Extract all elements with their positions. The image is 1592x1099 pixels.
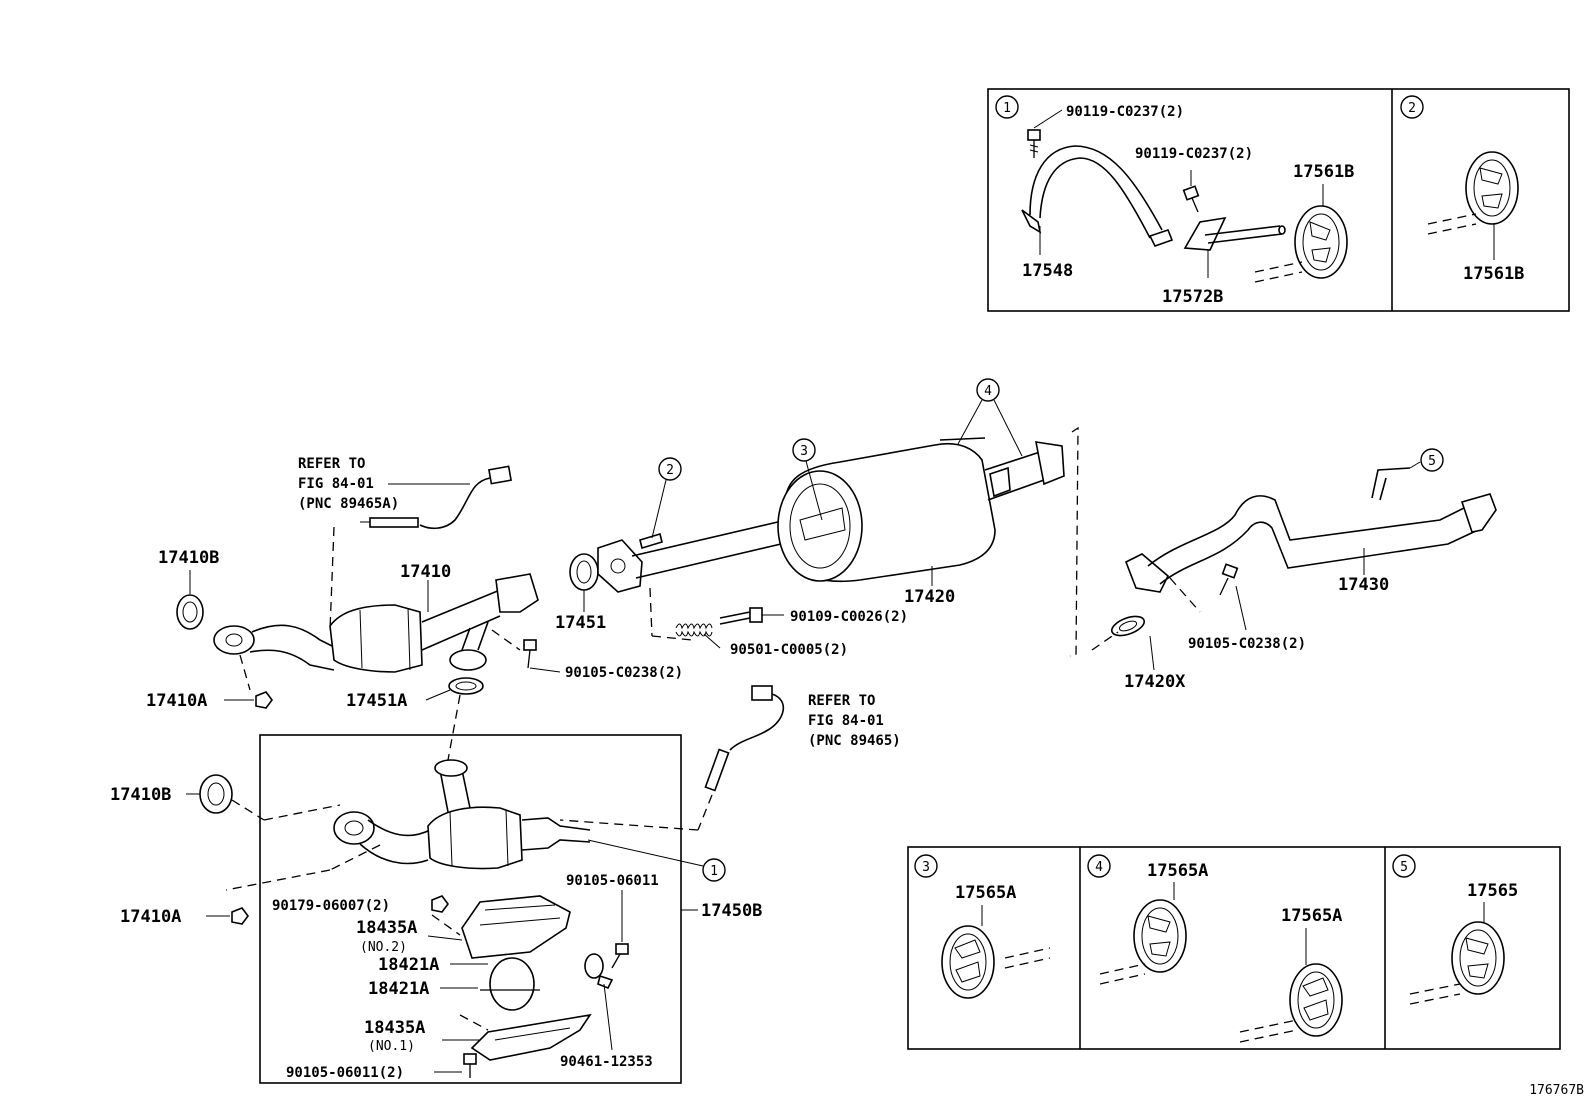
- bolt-icon: [611, 943, 629, 969]
- ref-circle-1-main: 1: [710, 864, 718, 879]
- label-hanger-17561B-2: 17561B: [1463, 264, 1524, 284]
- catalytic-converter-icon: [333, 759, 591, 870]
- nut-icon: [255, 691, 273, 709]
- ref-circle-3-main: 3: [800, 444, 808, 459]
- heat-insulator-icon: [470, 1013, 592, 1061]
- converter-assy-group: 17450B REFER TO FIG 84-01 (PNC 89465) 17…: [110, 685, 901, 1084]
- nut-icon: [231, 907, 249, 925]
- bolt-icon: [719, 607, 763, 625]
- ref-circle-4-main: 4: [984, 384, 992, 399]
- label-hanger-17561B: 17561B: [1293, 162, 1354, 182]
- inset-box-3-4-5: [907, 846, 1561, 1050]
- hanger-rubber-icon: [1254, 205, 1348, 283]
- label-hanger-17565A-4a: 17565A: [1147, 861, 1208, 881]
- ref-circle-2: 2: [1408, 101, 1416, 116]
- clip-icon: [584, 953, 614, 990]
- label-bolt-90105-C0238-right: 90105-C0238(2): [1188, 636, 1306, 652]
- gasket-icon: [448, 677, 484, 695]
- label-bracket-17548: 17548: [1022, 261, 1073, 281]
- label-nut-17410A-top: 17410A: [146, 691, 207, 711]
- bolt-icon: [463, 1053, 477, 1078]
- hanger-rod-icon: [1183, 216, 1286, 251]
- label-tail-pipe-17430: 17430: [1338, 575, 1389, 595]
- front-pipe-group: REFER TO FIG 84-01 (PNC 89465A) 17410B: [146, 456, 683, 761]
- gasket-icon: [199, 774, 233, 814]
- sensor-ref-1-line1: REFER TO: [298, 456, 365, 472]
- bolt-icon: [1027, 129, 1041, 158]
- inset-box-1-2: [987, 88, 1570, 312]
- sensor-ref-2-line2: FIG 84-01: [808, 713, 884, 729]
- label-bolt-90105-C0238-left: 90105-C0238(2): [565, 665, 683, 681]
- sensor-ref-1-line3: (PNC 89465A): [298, 496, 399, 512]
- sensor-ref-1-line2: FIG 84-01: [298, 476, 374, 492]
- label-bolt-90119-a: 90119-C0237(2): [1066, 104, 1184, 120]
- ref-circle-1: 1: [1003, 101, 1011, 116]
- hanger-rubber-icon: [1239, 963, 1343, 1043]
- inset-3: 3 17565A: [914, 854, 1051, 999]
- inset-2: 2 17561B: [1400, 95, 1524, 284]
- label-center-muffler-17420: 17420: [904, 587, 955, 607]
- label-hanger-17565A-4b: 17565A: [1281, 906, 1342, 926]
- label-front-pipe-17410: 17410: [400, 562, 451, 582]
- label-bolt-90109: 90109-C0026(2): [790, 609, 908, 625]
- tail-pipe-icon: [1124, 467, 1497, 593]
- label-hanger-17565A-3: 17565A: [955, 883, 1016, 903]
- label-gasket-17451: 17451: [555, 613, 606, 633]
- hanger-rubber-icon: [1099, 899, 1187, 985]
- spring-icon: [675, 623, 713, 637]
- label-clamp-18421A-a: 18421A: [378, 955, 439, 975]
- label-bolt-90105-06011-top: 90105-06011: [566, 873, 659, 889]
- inset-5: 5 17565: [1392, 854, 1518, 1005]
- ref-circle-5-main: 5: [1428, 454, 1436, 469]
- nut-icon: [431, 895, 449, 913]
- oxygen-sensor-icon: [360, 465, 512, 530]
- heat-insulator-icon: [461, 895, 571, 959]
- label-insulator-no2-sub: (NO.2): [360, 940, 407, 955]
- inset-1: 1 90119-C0237(2) 17548 90119-C0237(2): [995, 95, 1354, 307]
- label-bolt-90105-06011-bottom: 90105-06011(2): [286, 1065, 404, 1081]
- sensor-ref-2-line1: REFER TO: [808, 693, 875, 709]
- hanger-rubber-icon: [1409, 921, 1505, 1005]
- label-rod-17572B: 17572B: [1162, 287, 1223, 307]
- front-pipe-icon: [213, 573, 539, 673]
- pipe-clamp-icon: [480, 957, 540, 1011]
- gasket-icon: [176, 594, 204, 630]
- label-clip-90461: 90461-12353: [560, 1054, 653, 1070]
- ref-circle-4: 4: [1095, 860, 1103, 875]
- gasket-icon: [1110, 615, 1146, 637]
- bolt-icon: [1219, 563, 1239, 596]
- label-hanger-17565-5: 17565: [1467, 881, 1518, 901]
- label-insulator-no1-sub: (NO.1): [368, 1039, 415, 1054]
- label-nut-90179: 90179-06007(2): [272, 898, 390, 914]
- oxygen-sensor-icon: [704, 685, 784, 792]
- gasket-icon: [569, 553, 599, 591]
- bolt-icon: [1182, 185, 1200, 213]
- ref-circle-2-main: 2: [666, 463, 674, 478]
- figure-id: 176767B: [1529, 1083, 1584, 1098]
- center-pipe-muffler-icon: [597, 437, 1065, 593]
- label-gasket-17420X: 17420X: [1124, 672, 1186, 692]
- inset-4: 4 17565A 17565A: [1087, 854, 1343, 1043]
- label-spring-90501: 90501-C0005(2): [730, 642, 848, 658]
- sensor-ref-2-line3: (PNC 89465): [808, 733, 901, 749]
- label-nut-17410A-bottom: 17410A: [120, 907, 181, 927]
- label-bolt-90119-b: 90119-C0237(2): [1135, 146, 1253, 162]
- hanger-rubber-icon: [1427, 151, 1519, 235]
- label-insulator-18435A-no1: 18435A: [364, 1018, 425, 1038]
- label-insulator-18435A-no2: 18435A: [356, 918, 417, 938]
- label-gasket-17410B-top: 17410B: [158, 548, 219, 568]
- center-muffler-group: 17451 17420 2 3 4: [555, 378, 1079, 658]
- ref-circle-5: 5: [1400, 860, 1408, 875]
- tail-pipe-group: 5 17430 90105-C0238(2) 17420X: [1091, 448, 1497, 692]
- label-converter-17450B: 17450B: [701, 901, 762, 921]
- hanger-rubber-icon: [941, 925, 1051, 999]
- ref-circle-3: 3: [922, 860, 930, 875]
- label-clamp-18421A-b: 18421A: [368, 979, 429, 999]
- label-gasket-17410B-bottom: 17410B: [110, 785, 171, 805]
- label-gasket-17451A: 17451A: [346, 691, 407, 711]
- hanger-bracket-icon: [1021, 145, 1174, 247]
- bolt-icon: [523, 639, 537, 669]
